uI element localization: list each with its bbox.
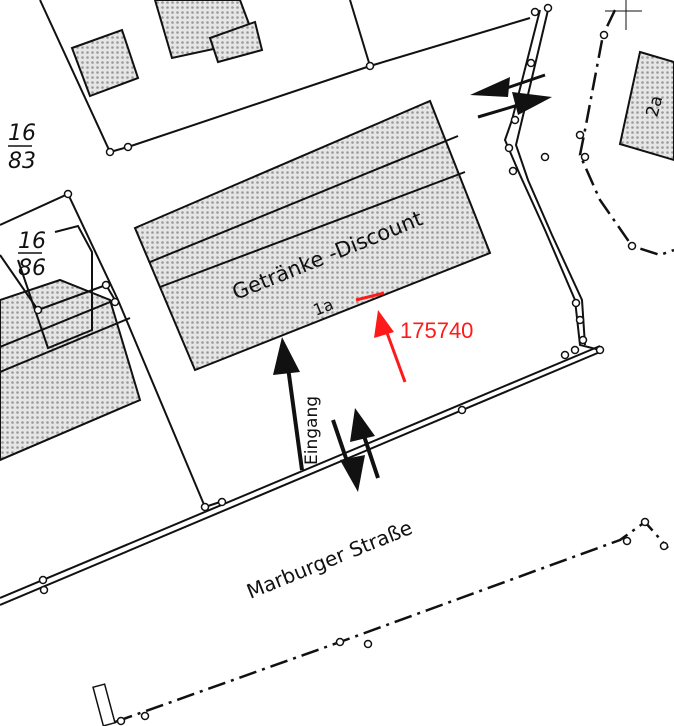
building-getraenke-discount[interactable] [133,99,492,372]
building-2a [618,50,674,162]
marker-id: 175740 [400,318,473,343]
survey-points [33,3,669,726]
marker[interactable] [355,291,407,383]
parcel-label-16-86: 16 86 [18,229,46,281]
driveway-arrows [331,408,380,492]
street-name: Marburger Straße [243,515,416,603]
parcel-label-16-83: 16 83 [8,121,36,174]
entrance-arrow [273,337,304,471]
building-left [0,278,142,462]
access-arrows-right [470,73,552,119]
svg-text:16: 16 [8,121,36,146]
building-top-left [70,28,140,98]
svg-text:16: 16 [18,229,46,254]
building-top-small [208,20,264,64]
svg-text:86: 86 [18,256,46,281]
svg-text:83: 83 [8,149,36,174]
entrance-label: Eingang [302,396,322,465]
